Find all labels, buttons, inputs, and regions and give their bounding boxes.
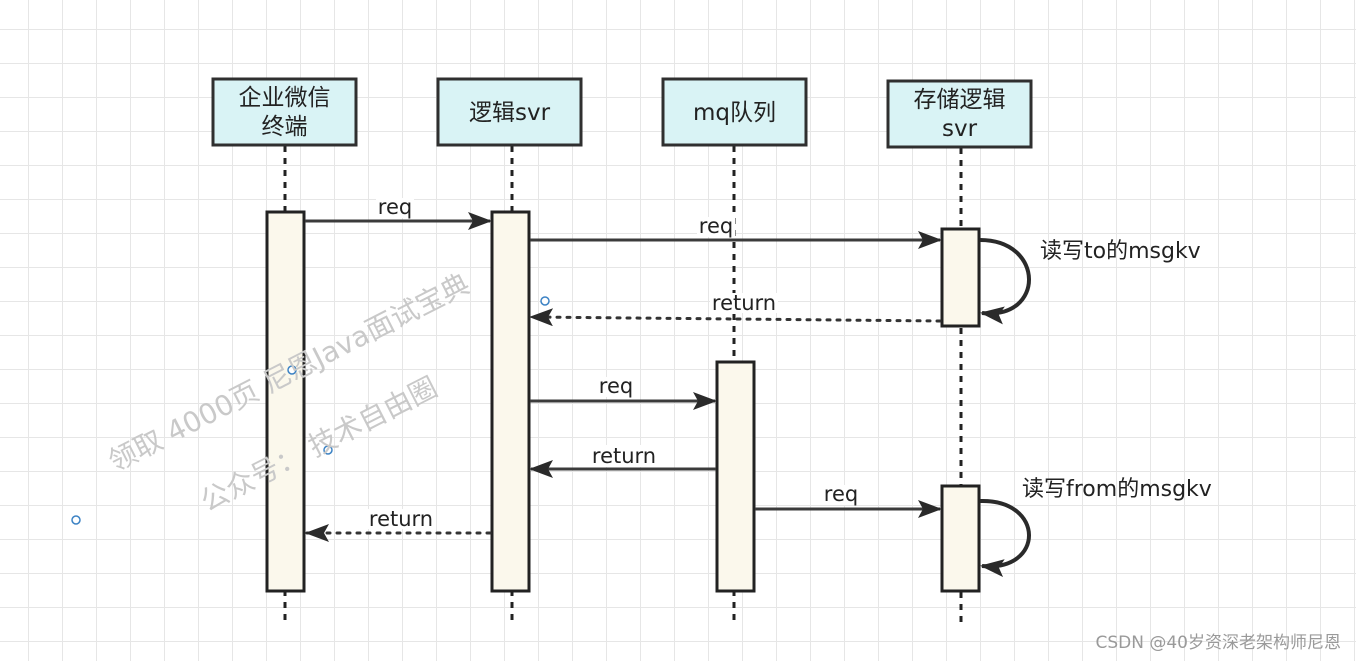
actor-label-line2: 终端 <box>262 114 308 140</box>
connection-handle[interactable] <box>323 445 333 455</box>
note-from-msgkv: 读写from的msgkv <box>1022 477 1212 502</box>
actor-label: 逻辑svr <box>469 100 551 126</box>
message-label: return <box>369 507 433 531</box>
connection-handle[interactable] <box>71 515 81 525</box>
activation-enterprise-wechat[interactable] <box>265 210 306 593</box>
message-req-2[interactable]: req <box>530 214 942 249</box>
message-return-3[interactable]: return <box>305 507 492 542</box>
actor-logic-svr[interactable]: 逻辑svr <box>436 77 583 147</box>
csdn-watermark: CSDN @40岁资深老架构师尼恩 <box>1095 633 1341 653</box>
activation-storage-svr-2[interactable] <box>940 484 981 593</box>
message-label: req <box>824 482 858 506</box>
actor-label: mq队列 <box>693 100 776 126</box>
actor-enterprise-wechat[interactable]: 企业微信 终端 <box>211 77 358 147</box>
connection-handle[interactable] <box>287 365 297 375</box>
activation-mq-queue[interactable] <box>715 360 756 593</box>
message-return-1[interactable]: return <box>529 291 942 327</box>
message-return-2[interactable]: return <box>529 444 716 478</box>
message-req-4[interactable]: req <box>755 482 942 518</box>
message-req-3[interactable]: req <box>530 374 717 410</box>
message-label: return <box>592 444 656 468</box>
connection-handle[interactable] <box>540 296 550 306</box>
message-label: return <box>712 291 776 315</box>
self-loop-to[interactable] <box>979 238 1031 325</box>
self-loop-from[interactable] <box>979 498 1031 578</box>
message-label: req <box>599 374 633 398</box>
note-to-msgkv: 读写to的msgkv <box>1040 239 1201 264</box>
message-req-1[interactable]: req <box>305 195 492 230</box>
actor-label-line2: svr <box>942 116 978 142</box>
actor-storage-svr[interactable]: 存储逻辑 svr <box>886 79 1033 149</box>
activation-storage-svr-1[interactable] <box>940 227 981 328</box>
message-label: req <box>378 195 412 219</box>
message-label: req <box>699 214 733 238</box>
actor-mq-queue[interactable]: mq队列 <box>661 77 808 147</box>
actor-label-line1: 企业微信 <box>239 85 331 111</box>
actor-label-line1: 存储逻辑 <box>914 87 1006 113</box>
activation-logic-svr[interactable] <box>490 210 531 593</box>
